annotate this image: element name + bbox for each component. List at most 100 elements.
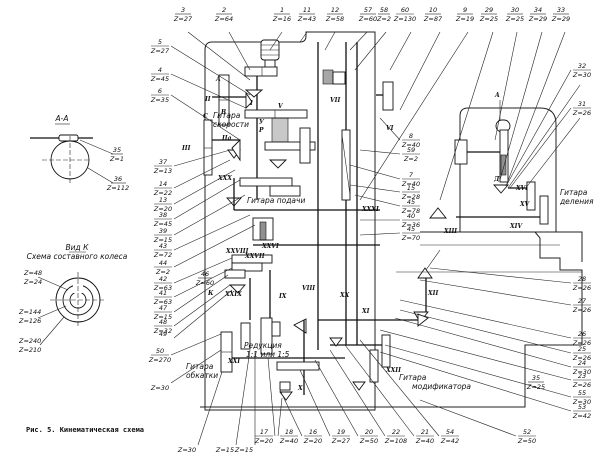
gear-label: 42Z=63 bbox=[153, 257, 233, 292]
gear-label: 44Z=2 bbox=[154, 224, 256, 276]
label-z: Z=26 bbox=[572, 339, 591, 347]
label-num: 35 bbox=[113, 146, 121, 154]
label-num: 60 bbox=[401, 6, 409, 14]
leader-line bbox=[235, 349, 251, 446]
leader-line bbox=[505, 69, 572, 187]
bevel-gear-icon bbox=[352, 381, 366, 391]
leader-line bbox=[419, 279, 572, 306]
gear-label: 14Z=22 bbox=[153, 159, 231, 197]
label-z: Z=40 bbox=[401, 141, 420, 149]
label-num: 3 bbox=[181, 6, 185, 14]
gear-letter-b: B bbox=[220, 109, 226, 116]
label-num: 12 bbox=[331, 6, 339, 14]
label-z: Z=27 bbox=[150, 47, 170, 55]
gear-label: 35 Z=25 bbox=[526, 374, 545, 391]
label-z: Z=15 bbox=[153, 313, 172, 321]
label-num: 43 bbox=[159, 242, 167, 250]
left-labels: 5Z=274Z=456Z=3537Z=1314Z=2213Z=2038Z=453… bbox=[148, 38, 256, 392]
gear-label: 18Z=40 bbox=[277, 397, 298, 445]
label-num: 50 bbox=[156, 347, 164, 355]
gear-label: 4Z=45 bbox=[150, 66, 247, 109]
inner-labels: 46 Z=60 35 Z=25 bbox=[195, 270, 545, 391]
label-num: 19 bbox=[337, 428, 345, 436]
gear-label: 45Z=70 bbox=[359, 225, 420, 242]
gear-letter-a: A bbox=[215, 76, 221, 83]
label-z: Z=130 bbox=[393, 15, 416, 23]
label-z: Z=70 bbox=[401, 234, 420, 242]
leader-line bbox=[173, 274, 229, 313]
label-num: 45 bbox=[407, 198, 415, 206]
bevel-gear-icon bbox=[417, 267, 433, 279]
division-guitar-gear bbox=[539, 195, 549, 225]
gear-block bbox=[244, 109, 308, 119]
label-num: 53 bbox=[578, 403, 586, 411]
shaft-label-xvi: XVI bbox=[515, 185, 528, 192]
gear-label: 19Z=27 bbox=[299, 369, 351, 445]
bevel-gear-icon bbox=[429, 207, 447, 219]
leader-line bbox=[354, 31, 387, 71]
runout-guitar-label: обкатки bbox=[186, 371, 218, 380]
division-guitar-gear bbox=[526, 181, 536, 211]
leader-line bbox=[39, 316, 65, 346]
label-num: 37 bbox=[159, 158, 168, 166]
label-num: 29 bbox=[485, 6, 493, 14]
label-num: 39 bbox=[159, 227, 167, 235]
leader-line bbox=[439, 31, 494, 201]
gear-block bbox=[276, 361, 320, 371]
label-z: Z=13 bbox=[153, 167, 172, 175]
label-z: Z=19 bbox=[455, 15, 474, 23]
gear-label: Z=15 bbox=[215, 349, 251, 454]
gear-label: 55Z=30 bbox=[384, 344, 591, 406]
gear-label: Z=30 bbox=[177, 371, 223, 454]
gear-label: 24Z=30 bbox=[394, 317, 591, 376]
leader-line bbox=[173, 159, 231, 189]
label-z: Z=15 bbox=[234, 446, 253, 454]
label-num: 48 bbox=[159, 318, 167, 326]
gear-label: 9 Z=19 bbox=[455, 6, 474, 23]
label-z: Z=24 bbox=[23, 278, 42, 286]
label-z: Z=42 bbox=[572, 412, 591, 420]
table-outline bbox=[420, 231, 583, 262]
gear-label: 1 Z=16 bbox=[272, 6, 291, 23]
feed-guitar-gear bbox=[239, 177, 293, 187]
leader-line bbox=[379, 117, 401, 141]
shaft-label-iia: IIa bbox=[221, 135, 232, 142]
speed-guitar-label: скорости bbox=[213, 120, 249, 129]
leader-line bbox=[173, 179, 241, 220]
label-num: 28 bbox=[578, 275, 586, 283]
label-z: Z=87 bbox=[423, 15, 443, 23]
gear-label: 26Z=26 bbox=[399, 299, 591, 347]
gear-label: 47Z=15 bbox=[153, 274, 229, 321]
shaft-label-xxviii: XXVIII bbox=[225, 248, 249, 255]
leader-line bbox=[170, 333, 222, 356]
label-z: Z=26 bbox=[572, 306, 591, 314]
gear-label: 54Z=42 bbox=[359, 339, 459, 445]
gear-label: Z=30 bbox=[150, 349, 222, 392]
gear-label: 28Z=26 bbox=[429, 267, 591, 292]
gear-label: 41Z=63 bbox=[153, 267, 233, 306]
label-z: Z=15 bbox=[153, 236, 172, 244]
shaft-label-viii: VIII bbox=[302, 285, 315, 292]
leader-line bbox=[527, 117, 581, 186]
feed-guitar-gear bbox=[269, 185, 301, 197]
label-num: 36 bbox=[114, 175, 122, 183]
leader-line bbox=[173, 289, 233, 339]
label-z: Z=63 bbox=[153, 284, 172, 292]
section-aa-key bbox=[58, 134, 79, 142]
label-num: 26 bbox=[578, 330, 586, 338]
leaders-top bbox=[187, 31, 581, 201]
label-num: 25 bbox=[578, 345, 586, 353]
leader-line bbox=[509, 107, 572, 189]
view-k: Вид К Схема составного колеса Z=48 Z=24 … bbox=[18, 243, 128, 354]
leader-line bbox=[349, 31, 368, 51]
reduction-label: Редукция bbox=[244, 341, 282, 350]
gear-label: 16Z=20 bbox=[279, 389, 322, 445]
label-z: Z=45 bbox=[153, 220, 172, 228]
label-z: Z=108 bbox=[384, 437, 407, 445]
leader-line bbox=[329, 349, 386, 437]
leader-line bbox=[299, 369, 331, 437]
label-num: 42 bbox=[159, 275, 167, 283]
leader-line bbox=[494, 31, 518, 141]
gear-label: 22Z=108 bbox=[329, 349, 407, 445]
